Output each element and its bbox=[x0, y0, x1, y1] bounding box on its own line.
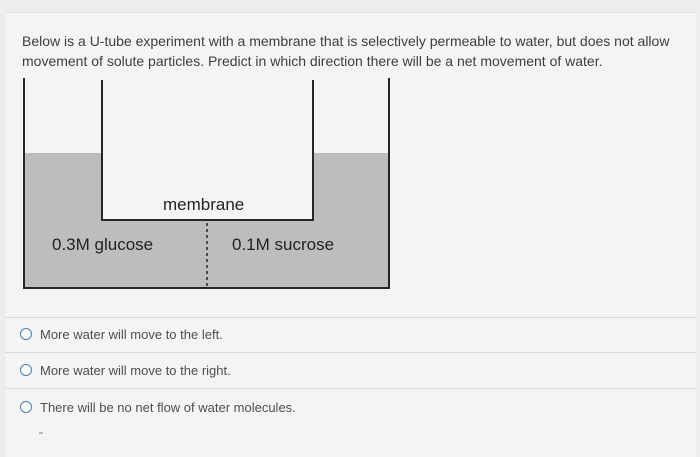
answer-option-no-flow[interactable]: There will be no net flow of water molec… bbox=[20, 397, 296, 417]
divider bbox=[6, 388, 696, 389]
u-tube-diagram: membrane 0.3M glucose 0.1M sucrose bbox=[23, 78, 390, 289]
divider bbox=[6, 352, 696, 353]
answer-option-left[interactable]: More water will move to the left. bbox=[20, 324, 223, 344]
left-solution-label: 0.3M glucose bbox=[52, 235, 153, 254]
membrane-label: membrane bbox=[163, 195, 244, 214]
right-solution-label: 0.1M sucrose bbox=[232, 235, 334, 254]
answer-option-right[interactable]: More water will move to the right. bbox=[20, 360, 231, 380]
answer-option-label: More water will move to the left. bbox=[40, 326, 223, 342]
tube-walls bbox=[23, 78, 390, 289]
divider bbox=[6, 317, 696, 318]
text-caret bbox=[39, 432, 43, 434]
answer-option-label: There will be no net flow of water molec… bbox=[40, 399, 296, 415]
radio-button[interactable] bbox=[20, 328, 32, 340]
question-text: Below is a U-tube experiment with a memb… bbox=[22, 33, 670, 69]
radio-button[interactable] bbox=[20, 401, 32, 413]
answer-option-label: More water will move to the right. bbox=[40, 362, 231, 378]
radio-button[interactable] bbox=[20, 364, 32, 376]
